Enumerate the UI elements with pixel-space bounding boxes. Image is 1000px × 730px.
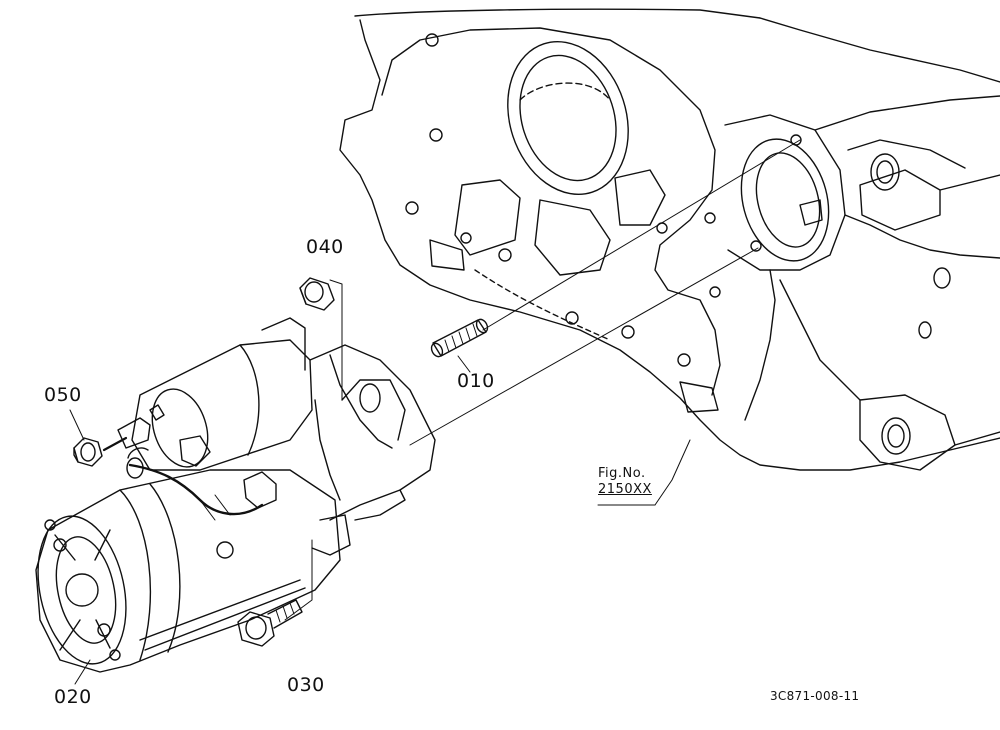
label-040[interactable]: 040: [306, 236, 344, 258]
figure-reference-number: 2150XX: [598, 482, 652, 498]
part-050-nut[interactable]: [73, 437, 103, 467]
engine-housing: [339, 8, 1000, 471]
part-040-nut[interactable]: [299, 277, 335, 311]
figure-reference-title: Fig.No.: [598, 466, 646, 481]
part-010-stud-bolt[interactable]: [429, 317, 489, 358]
alignment-lines: [69, 139, 801, 685]
label-050[interactable]: 050: [44, 384, 82, 406]
part-020-starter-motor[interactable]: [25, 317, 436, 673]
label-020[interactable]: 020: [54, 686, 92, 708]
label-030[interactable]: 030: [287, 674, 325, 696]
drawing-code: 3C871-008-11: [770, 689, 860, 703]
figure-reference[interactable]: Fig.No. 2150XX: [598, 466, 652, 499]
part-030-bolt[interactable]: [237, 599, 303, 647]
label-010[interactable]: 010: [457, 370, 495, 392]
